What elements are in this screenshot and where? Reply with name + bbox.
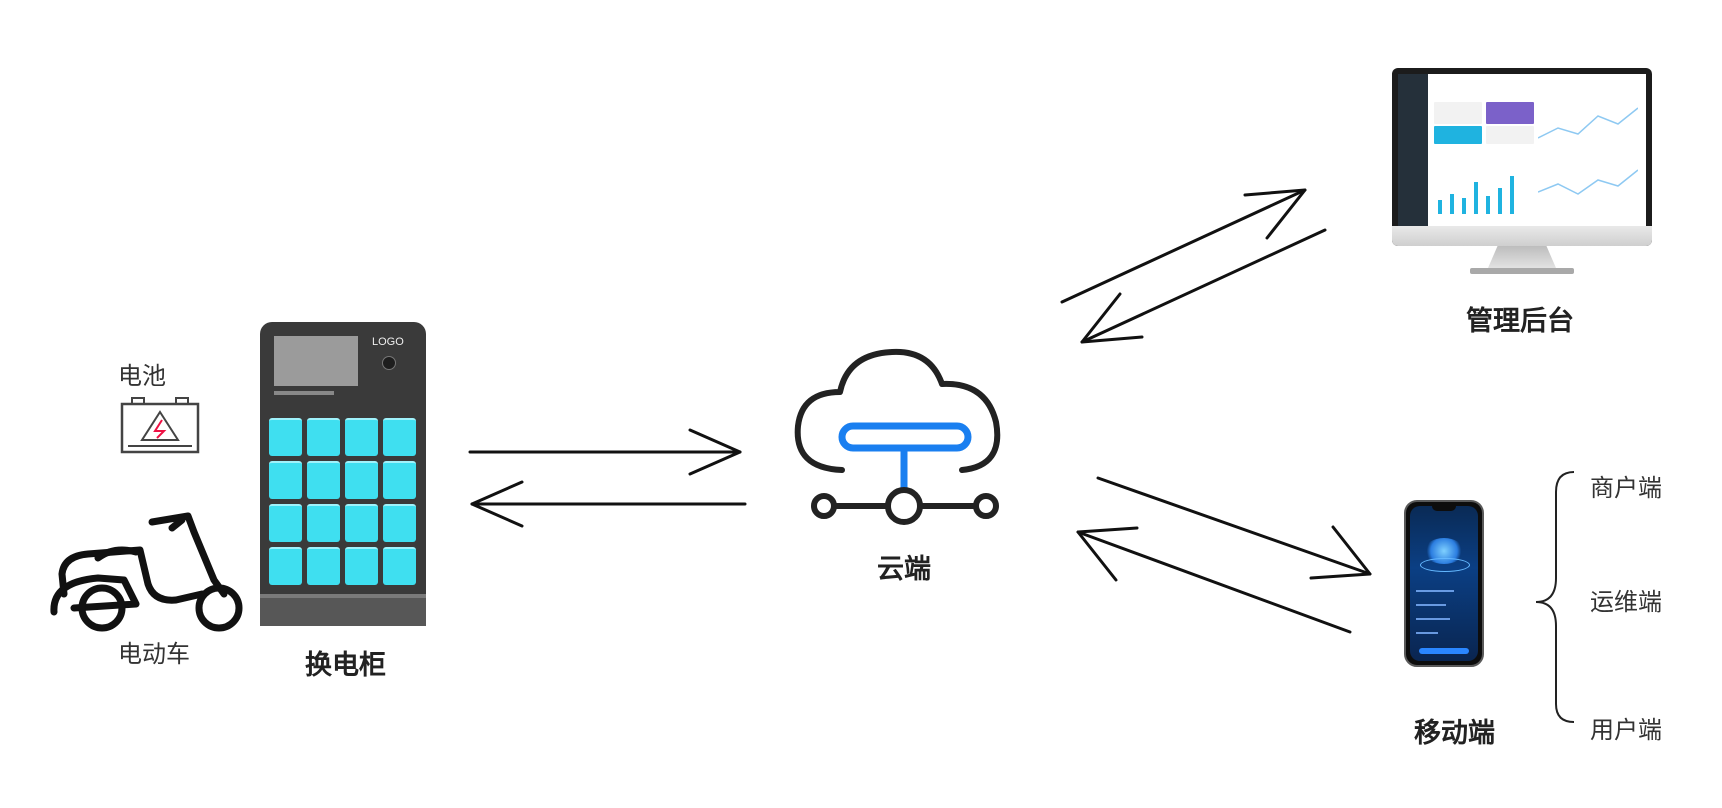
cloud-network-icon <box>790 342 1020 526</box>
cabinet-label: 换电柜 <box>305 650 386 681</box>
cloud-label: 云端 <box>877 554 931 585</box>
battery-compartment <box>269 547 302 585</box>
compartment-grid <box>269 418 417 585</box>
cabinet-base <box>260 594 426 626</box>
battery-compartment <box>269 504 302 542</box>
battery-compartment <box>345 504 378 542</box>
battery-compartment <box>269 461 302 499</box>
battery-compartment <box>383 504 416 542</box>
arrow-cloud-to-mobile <box>1096 476 1372 580</box>
battery-swap-cabinet: LOGO <box>260 322 426 626</box>
monitor-stand <box>1488 246 1556 268</box>
battery-compartment <box>307 461 340 499</box>
battery-compartment <box>307 504 340 542</box>
ebike-label: 电动车 <box>118 640 190 668</box>
battery-compartment <box>307 547 340 585</box>
scooter-icon <box>44 508 244 636</box>
mobile-app-screen <box>1410 506 1478 661</box>
mobile-label: 移动端 <box>1414 718 1495 749</box>
battery-icon <box>118 396 202 456</box>
ops-label: 运维端 <box>1590 588 1662 616</box>
cabinet-screen <box>274 336 358 386</box>
user-label: 用户端 <box>1590 716 1662 744</box>
arrow-mobile-to-cloud <box>1076 526 1352 634</box>
arrow-cabinet-to-cloud <box>468 428 742 476</box>
battery-compartment <box>383 418 416 456</box>
cabinet-info-strip <box>274 391 334 395</box>
phone-icon <box>1404 500 1484 667</box>
brace-icon <box>1535 471 1575 723</box>
battery-compartment <box>269 418 302 456</box>
battery-compartment <box>383 547 416 585</box>
battery-compartment <box>383 461 416 499</box>
battery-compartment <box>345 461 378 499</box>
cabinet-logo: LOGO <box>372 336 404 348</box>
battery-compartment <box>345 547 378 585</box>
arrow-admin-to-cloud <box>1080 228 1327 344</box>
admin-label: 管理后台 <box>1466 306 1574 337</box>
cabinet-knob <box>382 356 396 370</box>
merchant-label: 商户端 <box>1590 474 1662 502</box>
battery-compartment <box>307 418 340 456</box>
admin-dashboard-screen <box>1398 74 1646 226</box>
battery-label: 电池 <box>118 362 166 390</box>
battery-compartment <box>345 418 378 456</box>
monitor-icon <box>1392 68 1652 246</box>
arrow-cloud-to-admin <box>1060 188 1307 304</box>
monitor-foot <box>1470 268 1574 274</box>
arrow-cloud-to-cabinet <box>470 480 747 528</box>
